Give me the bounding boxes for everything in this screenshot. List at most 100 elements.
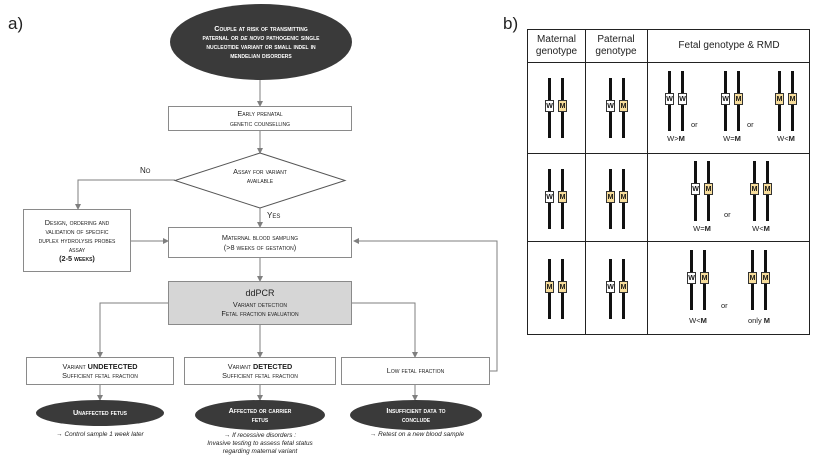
allele-m: M bbox=[700, 272, 709, 284]
end-insufficient-line2: conclude bbox=[401, 415, 431, 424]
allele-w: W bbox=[691, 183, 700, 195]
counselling-line1: Early prenatal bbox=[237, 109, 283, 119]
allele-w: W bbox=[665, 93, 674, 105]
design-line5: (2-5 weeks) bbox=[59, 254, 95, 264]
start-line4: mendelian disorders bbox=[230, 51, 292, 61]
allele-m: M bbox=[606, 191, 615, 203]
chromosome-pair: M M bbox=[606, 169, 628, 229]
row-divider-header bbox=[528, 62, 809, 63]
allele-w: W bbox=[721, 93, 730, 105]
chromosome-pair: M M bbox=[750, 161, 772, 221]
start-line1: Couple at risk of transmitting bbox=[214, 23, 308, 33]
header-fetal-text: Fetal genotype & RMD bbox=[678, 40, 780, 51]
note-control: → Control sample 1 week later bbox=[56, 431, 144, 438]
decision-line2: available bbox=[246, 176, 274, 186]
allele-m: M bbox=[763, 183, 772, 195]
allele-m: M bbox=[619, 100, 628, 112]
chromosome-pair: M M bbox=[775, 71, 797, 131]
undetected-pre: Variant bbox=[62, 361, 88, 371]
undetected-strong: UNDETECTED bbox=[87, 361, 138, 371]
allele-m: M bbox=[619, 191, 628, 203]
allele-m: M bbox=[619, 281, 628, 293]
detected-line2: Sufficient fetal fraction bbox=[222, 371, 298, 380]
edge-label-no: No bbox=[140, 166, 151, 175]
chromosome-pair: W M bbox=[545, 78, 567, 138]
counselling-line2: genetic counselling bbox=[229, 118, 291, 128]
decision-diamond bbox=[173, 152, 347, 209]
outcome-low-box: Low fetal fraction bbox=[341, 357, 490, 385]
design-assay-box: Design, ordering and validation of speci… bbox=[23, 209, 131, 272]
col-divider-2 bbox=[647, 30, 648, 334]
arrow-decision-no bbox=[75, 179, 175, 210]
allele-w: W bbox=[606, 100, 615, 112]
end-unaffected-text: Unaffected fetus bbox=[73, 408, 127, 418]
chromosome-pair: W M bbox=[545, 169, 567, 229]
rmd-label: W=M bbox=[723, 134, 741, 143]
arrow-ddpcr-to-undetected bbox=[97, 302, 168, 358]
arrow-low-loop-back bbox=[353, 238, 498, 372]
sampling-line1: Maternal blood sampling bbox=[221, 233, 299, 243]
arrow-ddpcr-to-low bbox=[352, 302, 418, 358]
or-label: or bbox=[724, 210, 731, 219]
allele-w: W bbox=[687, 272, 696, 284]
panel-b-letter: b) bbox=[503, 14, 519, 33]
chromosome-pair: W M bbox=[687, 250, 709, 310]
rmd-label: W<M bbox=[689, 316, 707, 325]
start-line2b: de novo bbox=[240, 32, 265, 42]
allele-m: M bbox=[704, 183, 713, 195]
note-recessive-line1: → If recessive disorders : bbox=[223, 432, 297, 439]
rmd-label: only M bbox=[747, 316, 771, 325]
allele-m: M bbox=[761, 272, 770, 284]
rmd-label: W<M bbox=[752, 224, 770, 233]
design-line3: duplex hydrolysis probes bbox=[38, 235, 116, 245]
ddpcr-box: ddPCR Variant detection Fetal fraction e… bbox=[168, 281, 352, 325]
end-unaffected-ellipse: Unaffected fetus bbox=[36, 400, 164, 426]
row-divider-2 bbox=[528, 241, 809, 242]
header-maternal-line1: Maternal bbox=[537, 34, 576, 45]
note-recessive-line3: regarding maternal variant bbox=[222, 448, 298, 455]
chromosome-pair: W M bbox=[606, 78, 628, 138]
or-label: or bbox=[721, 301, 728, 310]
design-line2: validation of specific bbox=[45, 226, 109, 236]
allele-m: M bbox=[788, 93, 797, 105]
ddpcr-line2: Variant detection bbox=[232, 299, 288, 309]
chromosome-pair: M M bbox=[545, 259, 567, 319]
start-line2c: pathogenic single bbox=[264, 32, 320, 42]
rmd-label: W>M bbox=[667, 134, 685, 143]
allele-m: M bbox=[558, 191, 567, 203]
allele-w: W bbox=[678, 93, 687, 105]
design-line1: Design, ordering and bbox=[44, 217, 110, 227]
header-fetal: Fetal genotype & RMD bbox=[647, 30, 811, 62]
blood-sampling-box: Maternal blood sampling(>8 weeks of gest… bbox=[168, 227, 352, 258]
sampling-line2: (>8 weeks of gestation) bbox=[223, 242, 297, 252]
low-line1: Low fetal fraction bbox=[386, 366, 445, 376]
header-maternal-line2: genotype bbox=[535, 46, 578, 57]
note-recessive-line2: Invasive testing to assess fetal status bbox=[207, 440, 313, 447]
chromosome-pair: M M bbox=[748, 250, 770, 310]
chromosome-pair: W M bbox=[606, 259, 628, 319]
design-line4: assay bbox=[68, 245, 86, 255]
row-divider-1 bbox=[528, 153, 809, 154]
decision-line1: Assay for variant bbox=[233, 167, 287, 176]
allele-m: M bbox=[545, 281, 554, 293]
start-ellipse: Couple at risk of transmitting paternal … bbox=[170, 4, 352, 80]
edge-label-yes: Yes bbox=[267, 211, 281, 220]
allele-w: W bbox=[545, 191, 554, 203]
end-insufficient-line1: Insufficient data to bbox=[386, 405, 446, 415]
ddpcr-title: ddPCR bbox=[245, 288, 275, 299]
detected-strong: DETECTED bbox=[252, 361, 293, 371]
end-affected-line2: fetus bbox=[251, 415, 269, 424]
header-paternal-line2: genotype bbox=[595, 46, 637, 57]
or-label: or bbox=[691, 120, 698, 129]
allele-w: W bbox=[545, 100, 554, 112]
